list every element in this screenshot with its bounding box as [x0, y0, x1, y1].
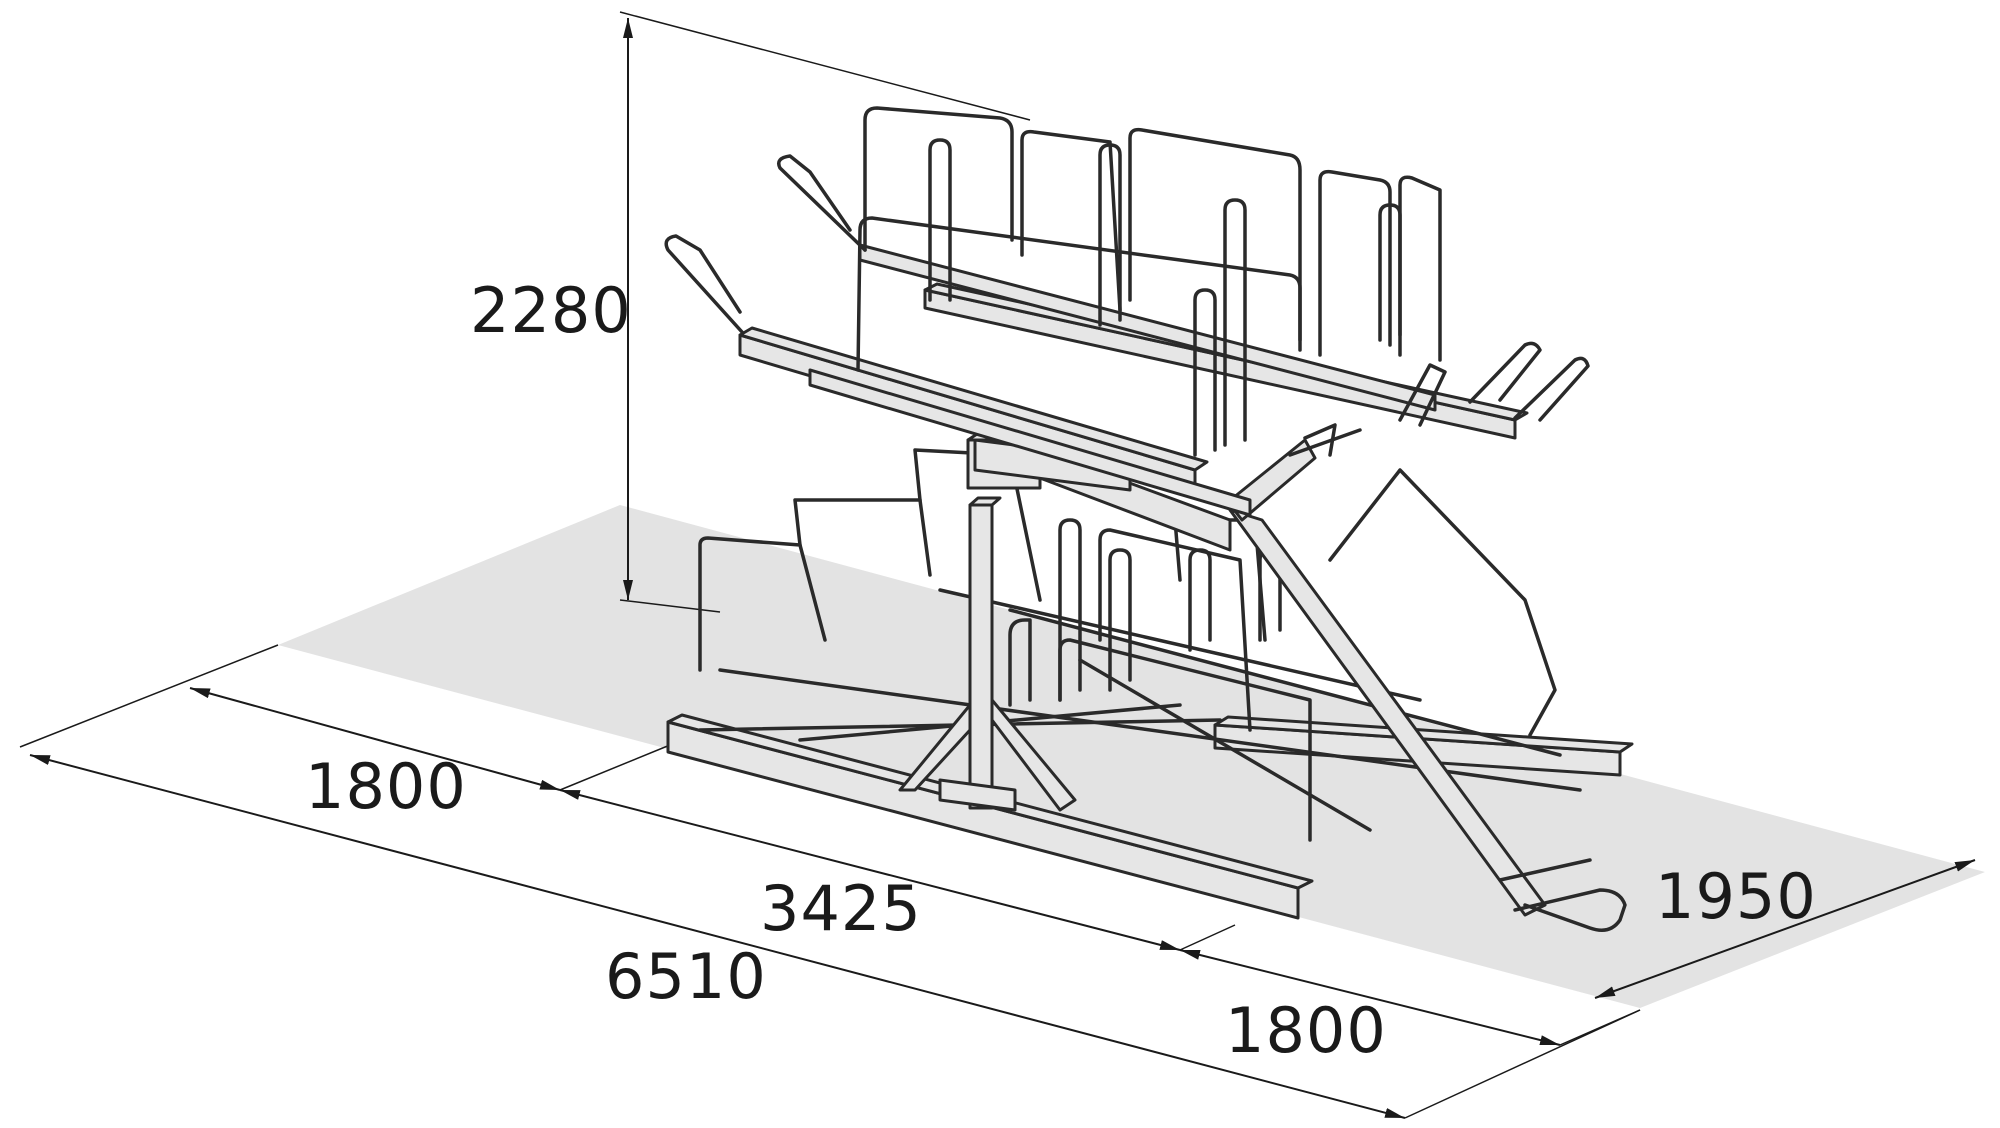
lower-tray-3 — [1078, 658, 1372, 832]
height-label: 2280 — [470, 274, 632, 347]
hairpin-4 — [1188, 548, 1212, 652]
lower-loop-1 — [698, 536, 827, 672]
center-post-top — [968, 496, 1002, 507]
upper-hairpin-4 — [1223, 198, 1247, 447]
lower-loop-5 — [1328, 468, 1557, 737]
bike-rack-illustration — [664, 106, 1634, 932]
total-length-label: 6510 — [605, 940, 767, 1013]
lower-loop-3 — [913, 448, 1042, 602]
post-foot — [938, 778, 1017, 812]
hairpin-1 — [1008, 618, 1032, 707]
strut-handle — [1303, 423, 1337, 457]
dimension-lines — [19, 11, 1976, 1119]
upper-hairpin-2 — [1098, 143, 1122, 327]
upper-frame-back-5 — [1398, 175, 1442, 362]
strut-top-bar — [1288, 428, 1362, 457]
left-extension-line — [19, 644, 279, 748]
upper-wheel-guide-3 — [1468, 341, 1542, 404]
upper-frame-back-3 — [1128, 127, 1302, 352]
lower-loop-6 — [1098, 528, 1252, 732]
post-brace-left — [898, 703, 972, 792]
upper-hairpin-3 — [1193, 288, 1217, 457]
upper-hairpin-1 — [928, 138, 952, 302]
right-extension-label: 1800 — [1225, 994, 1387, 1067]
hairpin-3 — [1108, 548, 1132, 692]
height-extension-top — [619, 11, 1031, 121]
rack-start-extension-line — [559, 744, 671, 791]
depth-label: 1950 — [1655, 860, 1817, 933]
upper-frame-back-1 — [863, 106, 1014, 252]
height-extension-bottom — [619, 599, 721, 613]
total-6510-dimension-line — [29, 754, 1406, 1119]
left-extension-label: 1800 — [305, 750, 467, 823]
upper-wheel-guide-2 — [777, 154, 867, 252]
right-extension-line — [1404, 1009, 1641, 1119]
upper-hairpin-5 — [1378, 203, 1402, 342]
lower-loop-2 — [793, 498, 932, 577]
ramp-bar — [1498, 858, 1592, 882]
rack-end-extension-line — [1179, 924, 1236, 951]
lower-tray-4 — [938, 588, 1422, 702]
hairpin-2 — [1058, 518, 1082, 702]
upper-wheel-guide-4 — [1513, 356, 1590, 422]
depth-1950-dimension-line — [1594, 859, 1976, 999]
upper-frame-back-4 — [1318, 169, 1392, 357]
upper-wheel-guide-5 — [1398, 363, 1447, 427]
post-brace-right — [990, 698, 1077, 812]
upper-tray-left-under — [808, 368, 1252, 517]
right-inner-extension-line — [1559, 1009, 1641, 1046]
rear-floor-rail-top — [1213, 715, 1634, 754]
ramp-wheel-guide — [1513, 888, 1627, 932]
upper-wheel-guide-1 — [664, 234, 744, 334]
upper-frame-back-2 — [1020, 129, 1122, 312]
center-post — [968, 503, 994, 810]
rack-length-label: 3425 — [760, 872, 922, 945]
diagonal-strut — [1228, 508, 1547, 917]
